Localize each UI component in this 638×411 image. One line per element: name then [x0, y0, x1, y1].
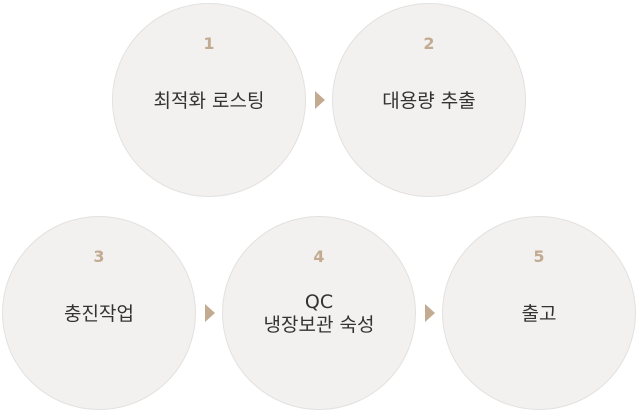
step-2-circle: 2 대용량 추출 [332, 3, 526, 197]
step-label: QC 냉장보관 숙성 [223, 291, 415, 336]
step-4-circle: 4 QC 냉장보관 숙성 [222, 216, 416, 410]
step-label-line: 대용량 추출 [382, 89, 476, 112]
step-number: 2 [423, 34, 435, 53]
step-label-line: 최적화 로스팅 [153, 89, 265, 112]
step-label-line: 출고 [521, 302, 557, 325]
step-3-circle: 3 충진작업 [2, 216, 196, 410]
step-1-circle: 1 최적화 로스팅 [112, 3, 306, 197]
step-label-line: QC [304, 291, 334, 313]
arrow-icon [315, 91, 325, 109]
step-label: 충진작업 [3, 294, 195, 334]
arrow-icon [205, 304, 215, 322]
step-number: 5 [533, 247, 545, 266]
arrow-icon [425, 304, 435, 322]
step-label-line: 충진작업 [64, 302, 134, 325]
step-label-line: 냉장보관 숙성 [263, 314, 375, 336]
step-label: 최적화 로스팅 [113, 81, 305, 121]
step-5-circle: 5 출고 [442, 216, 636, 410]
step-number: 3 [93, 247, 105, 266]
step-number: 1 [203, 34, 215, 53]
step-number: 4 [313, 247, 325, 266]
step-label: 출고 [443, 294, 635, 334]
step-label: 대용량 추출 [333, 81, 525, 121]
